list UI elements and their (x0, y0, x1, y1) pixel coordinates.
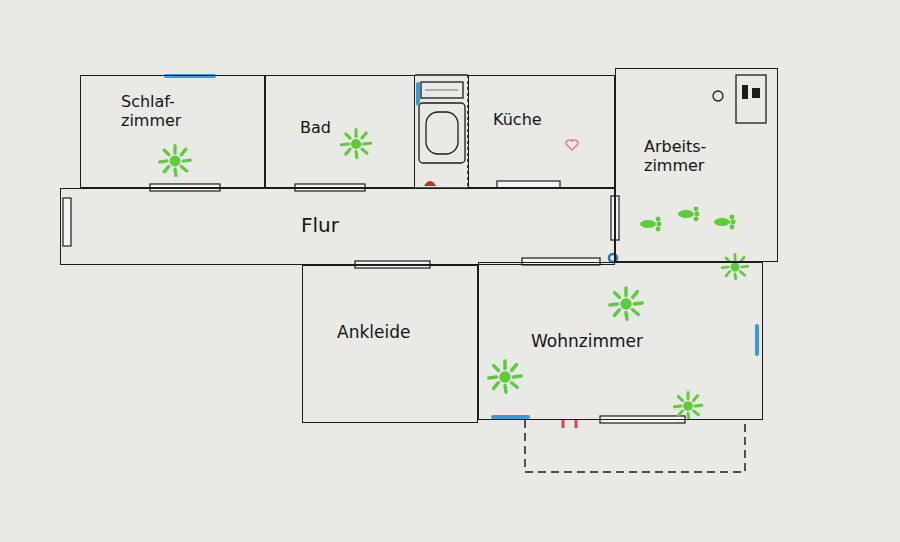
room: Ankleide (302, 265, 478, 423)
footprint (640, 217, 661, 232)
red-mark (562, 420, 565, 428)
room: Wohnzimmer (478, 262, 763, 420)
room: Flur (60, 188, 615, 265)
room: Arbeits- zimmer (615, 68, 778, 262)
balcony-outline (525, 420, 745, 472)
toilet (419, 103, 465, 163)
walls (415, 75, 468, 188)
room-label: Arbeits- zimmer (644, 137, 736, 175)
shelf (421, 82, 463, 98)
chair (713, 91, 723, 101)
room: Bad (265, 75, 415, 188)
doors (63, 181, 685, 423)
plant (489, 361, 521, 392)
plant (342, 130, 371, 158)
room: Küche (468, 75, 615, 188)
heart (566, 140, 578, 150)
footprint (678, 207, 699, 222)
plant (610, 288, 642, 319)
desk (736, 75, 766, 123)
toilet-bowl (426, 112, 458, 154)
footprint (714, 215, 735, 230)
plant (722, 254, 748, 279)
room: Schlaf- zimmer (80, 75, 265, 188)
heaters (166, 76, 757, 417)
room-label: Schlaf- zimmer (121, 92, 203, 130)
plant (160, 146, 191, 176)
room-label: Küche (493, 110, 638, 129)
room-label: Flur (301, 213, 854, 237)
red-mark (424, 181, 436, 186)
room-label: Bad (300, 118, 448, 137)
room-label: Ankleide (337, 322, 511, 342)
room-label: Wohnzimmer (531, 331, 814, 351)
red-mark (575, 420, 578, 428)
shelf-line (425, 90, 458, 91)
plant (674, 392, 701, 418)
printer (752, 88, 760, 98)
computer (742, 85, 748, 99)
